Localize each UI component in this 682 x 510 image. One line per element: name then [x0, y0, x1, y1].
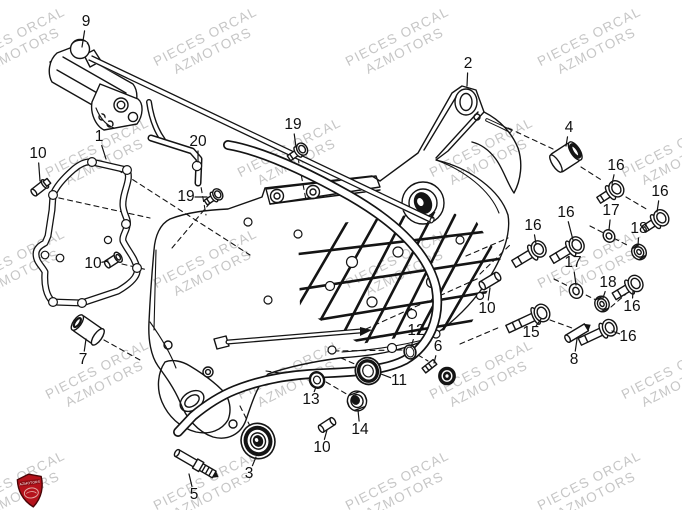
callout-18-16: 18	[599, 274, 617, 291]
callout-5-30: 5	[189, 486, 199, 503]
oil-seal-11	[354, 356, 382, 386]
callout-17-15: 17	[564, 254, 582, 271]
fasteners	[30, 141, 670, 479]
gasket	[32, 157, 143, 309]
callout-1-3: 1	[94, 128, 104, 145]
callout-4-7: 4	[564, 119, 574, 136]
callout-7-24: 7	[78, 351, 88, 368]
bolt-16c	[611, 274, 644, 301]
bolt-16-long-b	[511, 240, 547, 269]
azmotors-logo: AZMOTORS	[16, 473, 43, 508]
washer-17a	[602, 229, 616, 243]
starter-motor	[48, 38, 143, 131]
logo-text: AZMOTORS	[19, 480, 41, 487]
callout-16-20: 16	[619, 328, 637, 345]
bolt-16a	[596, 180, 625, 204]
pin-8	[564, 323, 591, 343]
callout-17-10: 17	[602, 202, 620, 219]
crankcase	[148, 85, 522, 439]
callout-14-27: 14	[351, 421, 369, 438]
bushing-7	[70, 314, 105, 346]
stud-5	[173, 448, 219, 479]
assembly-axis-lines	[49, 127, 649, 429]
callout-16-8: 16	[607, 157, 625, 174]
screw-19b	[203, 188, 224, 206]
callout-10-18: 10	[478, 300, 496, 317]
callout-16-9: 16	[651, 183, 669, 200]
callout-13-26: 13	[302, 391, 320, 408]
o-ring-12	[403, 344, 417, 360]
callout-16-11: 16	[557, 204, 575, 221]
spacer-10r	[478, 271, 502, 291]
callout-6-22: 6	[433, 338, 443, 355]
screw-19a	[286, 142, 309, 162]
callout-3-29: 3	[244, 465, 254, 482]
logo-shield	[16, 473, 43, 508]
mount-bracket	[146, 99, 203, 187]
nut-18b	[594, 295, 610, 313]
callout-16-17: 16	[623, 298, 641, 315]
nut-14	[346, 390, 368, 412]
callout-2-1: 2	[463, 55, 473, 72]
bearing-3	[240, 422, 276, 460]
roller-4	[549, 141, 583, 173]
washer-17b	[568, 282, 584, 300]
frame-tube-loop	[173, 140, 443, 437]
callout-12-21: 12	[407, 322, 425, 339]
pin-10d	[317, 416, 337, 434]
washer-13	[308, 371, 326, 389]
callout-11-25: 11	[390, 372, 408, 389]
bolt-10a	[30, 177, 52, 197]
bolt-16d	[577, 318, 618, 346]
callout-20-5: 20	[189, 133, 207, 150]
callout-leader-lines	[38, 30, 660, 487]
callout-15-19: 15	[522, 324, 540, 341]
callout-19-6: 19	[177, 188, 195, 205]
nut-18a	[630, 243, 648, 261]
callout-18-13: 18	[630, 220, 648, 237]
callout-19-2: 19	[284, 116, 302, 133]
callout-10-14: 10	[84, 255, 102, 272]
callout-16-12: 16	[524, 217, 542, 234]
callout-8-23: 8	[569, 351, 579, 368]
bolt-16b	[641, 209, 670, 233]
callout-10-4: 10	[29, 145, 47, 162]
callout-10-28: 10	[313, 439, 331, 456]
callout-9-0: 9	[81, 13, 91, 30]
bolt-15	[505, 303, 551, 334]
screw-6	[421, 358, 456, 386]
frame-rod	[87, 55, 435, 224]
